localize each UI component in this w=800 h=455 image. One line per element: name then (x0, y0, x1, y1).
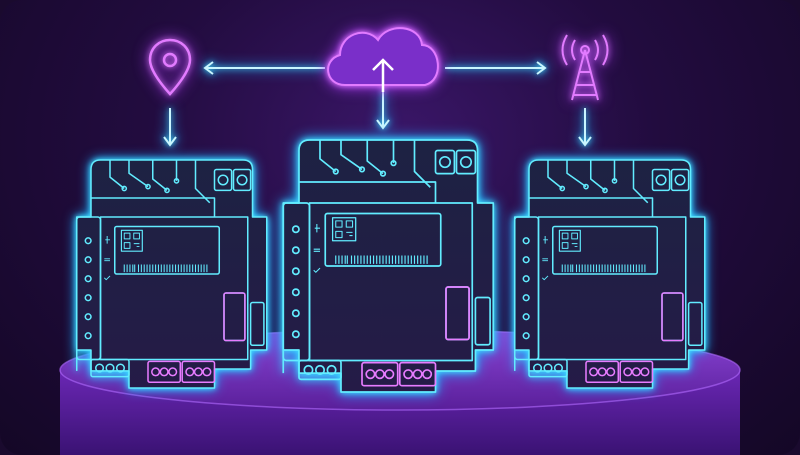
device-center (282, 139, 495, 393)
device-right (513, 159, 706, 389)
arrow-head-down-center (376, 119, 390, 130)
arrow-head-right (536, 61, 547, 75)
arrow-head-left (203, 61, 214, 75)
connection-arrows (163, 61, 592, 147)
location-pin-icon (148, 38, 192, 96)
arrow-head-down-right (578, 136, 592, 147)
cloud-upload-icon (327, 27, 439, 92)
arrow-head-down-left (163, 136, 177, 147)
device-left (75, 159, 268, 389)
radio-tower-icon (561, 34, 609, 101)
